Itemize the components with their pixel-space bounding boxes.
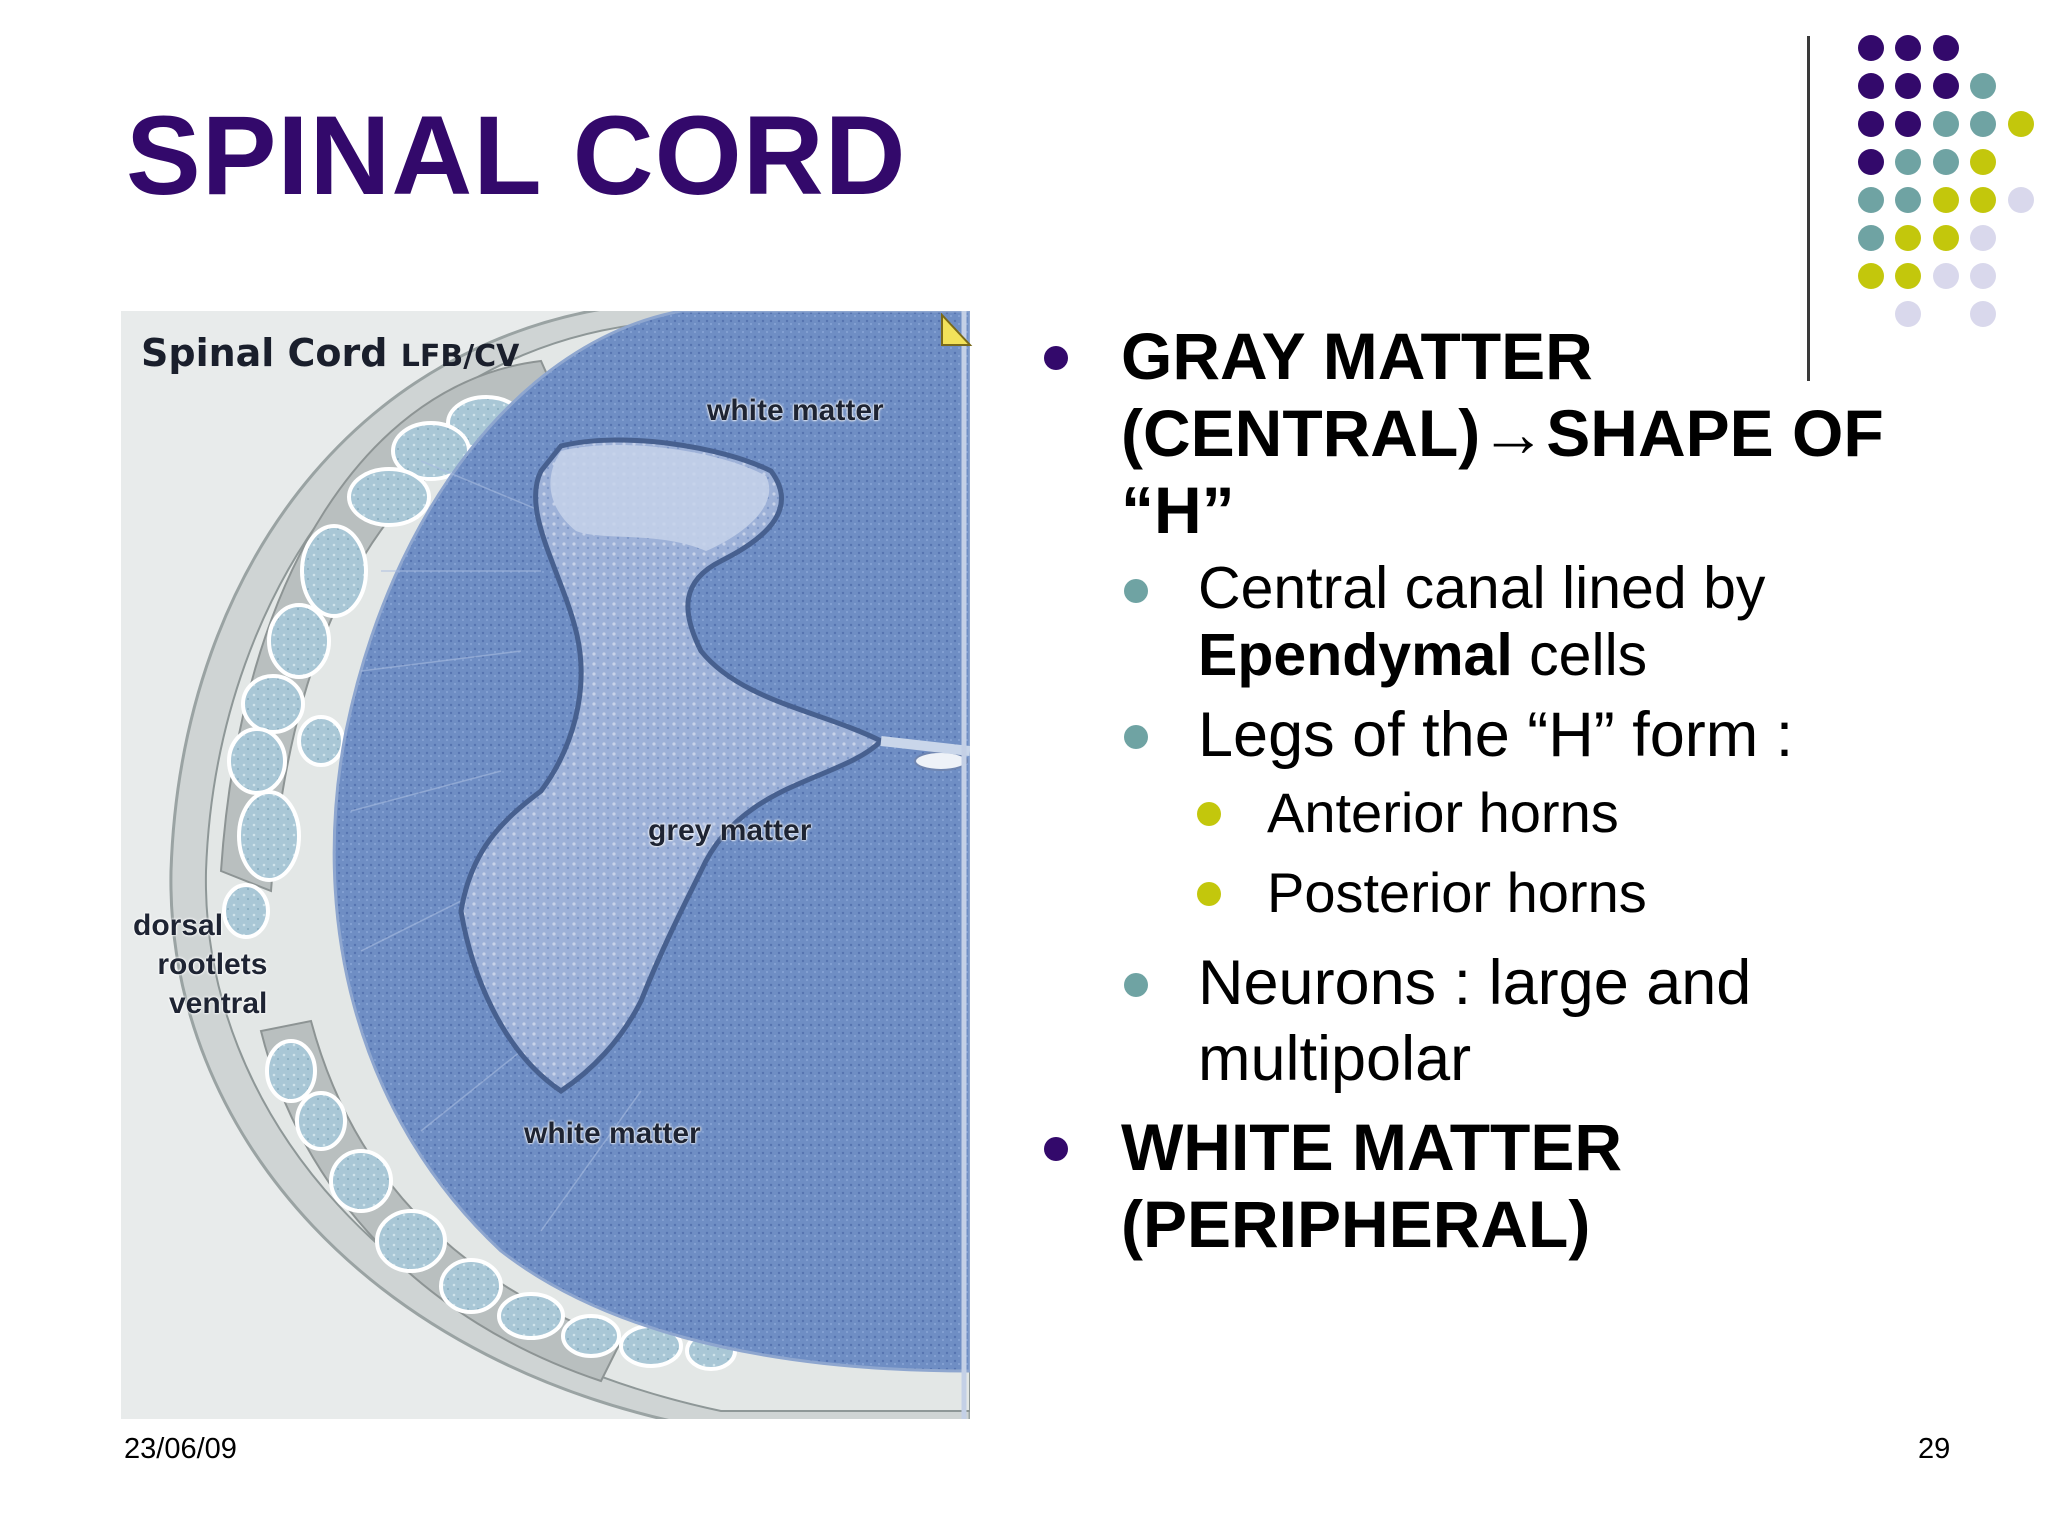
decorative-dot [1895,111,1921,137]
decorative-dot [1970,149,1996,175]
arrow-right-icon: → [1480,396,1547,470]
spinal-cord-micrograph: Spinal Cord LFB/CV white matter grey mat… [121,311,970,1419]
slide-number: 29 [1918,1433,1951,1465]
label-dorsal: dorsal [133,909,224,942]
bullet-list: GRAY MATTER (CENTRAL)→SHAPE OF “H” Centr… [1044,318,1984,1269]
anterior-text: Anterior horns [1267,781,1619,844]
decorative-dot [1895,225,1921,251]
decorative-dot [1895,35,1921,61]
decorative-dot [1895,187,1921,213]
decorative-dot [1895,263,1921,289]
white-matter-line2: (PERIPHERAL) [1121,1187,1591,1261]
gray-matter-shape-of: SHAPE OF [1546,396,1884,470]
central-canal-line2: Ependymal cells [1198,622,1984,689]
cells-text: cells [1512,622,1648,688]
decorative-divider-line [1807,36,1810,381]
corner-marker-icon [941,313,973,346]
decorative-dot [1895,149,1921,175]
micrograph-drawing [121,311,970,1419]
bullet-dot-icon [1044,346,1068,370]
decorative-dot [2008,111,2034,137]
bullet-gray-matter: GRAY MATTER (CENTRAL)→SHAPE OF “H” [1044,318,1984,549]
decorative-dot [1858,187,1884,213]
slide-title: SPINAL CORD [126,93,907,218]
ependymal-term: Ependymal [1198,622,1513,688]
bullet-dot-icon [1124,725,1148,749]
micrograph-title: Spinal Cord LFB/CV [141,331,519,375]
decorative-dot [1933,225,1959,251]
decorative-dot [1933,187,1959,213]
label-white-matter-top: white matter [707,394,884,427]
central-canal-line1: Central canal lined by [1198,555,1766,621]
decorative-dot [1933,149,1959,175]
gray-matter-line3: “H” [1121,473,1235,547]
slide-date: 23/06/09 [124,1433,237,1465]
decorative-dot [1858,35,1884,61]
posterior-text: Posterior horns [1267,861,1647,924]
gray-matter-line1: GRAY MATTER [1121,319,1593,393]
neurons-line1: Neurons : large and [1198,948,1752,1018]
decorative-dot [1933,263,1959,289]
label-white-matter-bottom: white matter [524,1117,701,1150]
gray-matter-line2: (CENTRAL)→SHAPE OF [1121,395,1984,472]
micrograph-title-main: Spinal Cord [141,331,388,375]
decorative-dot [1895,73,1921,99]
decorative-dot [1970,73,1996,99]
bullet-dot-icon [1044,1137,1068,1161]
decorative-dot [1970,225,1996,251]
decorative-dot [1970,187,1996,213]
decorative-dot [1858,111,1884,137]
decorative-dot [1933,73,1959,99]
label-rootlets-word: rootlets [157,948,268,981]
bullet-dot-icon [1124,973,1148,997]
micrograph-stain-label: LFB/CV [400,339,520,374]
bullet-legs: Legs of the “H” form : [1044,697,1984,773]
label-ventral: ventral [169,987,268,1020]
bullet-dot-icon [1197,802,1221,826]
decorative-dot [1933,111,1959,137]
bullet-dot-icon [1197,882,1221,906]
neurons-line2: multipolar [1198,1024,1472,1094]
decorative-dot [1858,73,1884,99]
decorative-dot [1970,263,1996,289]
decorative-dot [1933,35,1959,61]
decorative-dot [2008,187,2034,213]
gray-matter-central: (CENTRAL) [1121,396,1481,470]
bullet-neurons: Neurons : large and multipolar [1044,945,1984,1097]
bullet-anterior-horns: Anterior horns [1044,781,1984,845]
bullet-central-canal: Central canal lined by Ependymal cells [1044,555,1984,689]
decorative-dot [1858,263,1884,289]
label-rootlets: dorsal rootlets ventral [133,906,267,1023]
decorative-dot [1858,225,1884,251]
white-matter-line1: WHITE MATTER [1121,1110,1623,1184]
bullet-dot-icon [1124,579,1148,603]
bullet-white-matter: WHITE MATTER (PERIPHERAL) [1044,1109,1984,1263]
decorative-dot [1858,149,1884,175]
decorative-dot [1970,111,1996,137]
legs-text: Legs of the “H” form : [1198,700,1794,770]
bullet-posterior-horns: Posterior horns [1044,861,1984,925]
label-grey-matter: grey matter [648,814,812,847]
